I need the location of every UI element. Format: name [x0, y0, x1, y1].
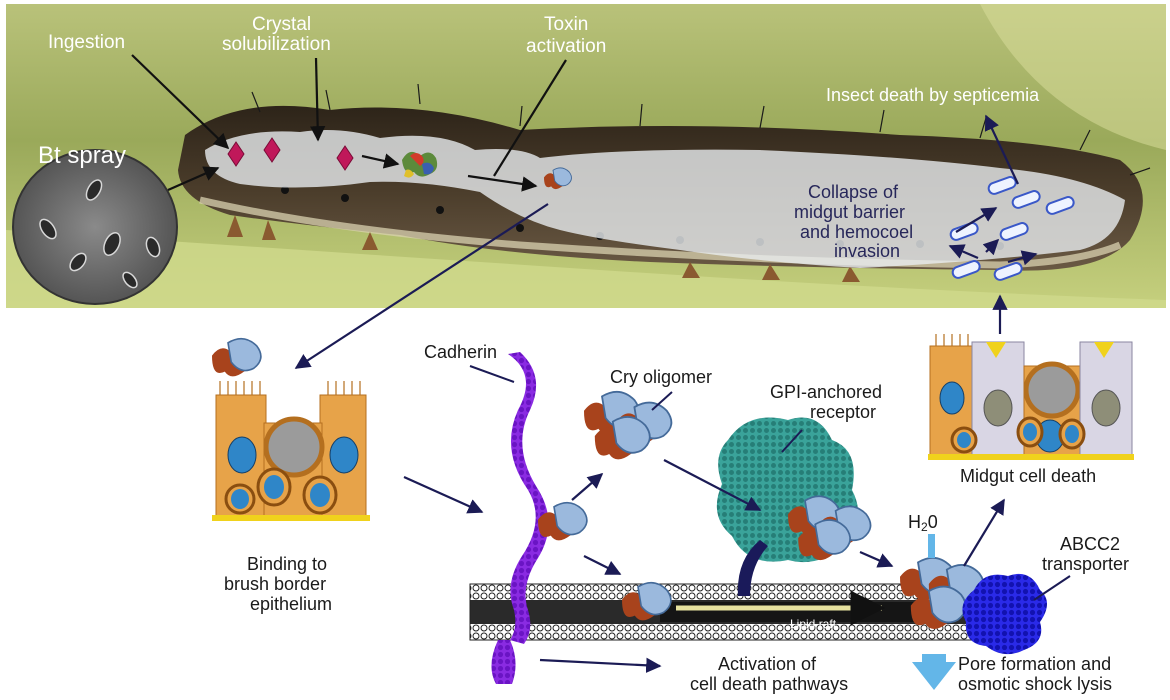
label-activation: Activation of cell death pathways: [690, 654, 848, 694]
bt-spray-micrograph: [12, 149, 178, 305]
label-gpi: GPI-anchored receptor: [770, 382, 882, 422]
label-toxin-line1: Toxin: [544, 14, 588, 35]
label-crystal-line1: Crystal: [252, 14, 311, 35]
label-toxin-line2: activation: [526, 36, 606, 57]
label-pore-line2: osmotic shock lysis: [958, 674, 1112, 694]
label-collapse-line1: Collapse of: [808, 182, 899, 202]
label-collapse-line4: invasion: [834, 241, 900, 261]
crystal-icons: [227, 137, 354, 171]
label-collapse-line2: midgut barrier: [794, 202, 905, 222]
midgut-cell-death-panel: [928, 334, 1134, 460]
abcc2-transporter: [962, 573, 1047, 655]
label-abcc2-line2: transporter: [1042, 554, 1129, 574]
label-binding: Binding to brush border epithelium: [224, 554, 332, 614]
solubilized-protein-icon: [402, 151, 438, 178]
label-pore: Pore formation and osmotic shock lysis: [958, 654, 1112, 694]
toxin-free-icon: [211, 337, 262, 378]
caterpillar-legs: [227, 215, 860, 282]
label-binding-line2: brush border: [224, 574, 326, 594]
water-efflux-arrow: [912, 654, 956, 690]
label-collapse-line3: and hemocoel: [800, 222, 913, 242]
label-lipid-raft: Lipid raft: [790, 617, 837, 631]
label-cadherin: Cadherin: [424, 342, 497, 362]
label-cry-oligomer: Cry oligomer: [610, 367, 712, 387]
water-flow-bar: [928, 534, 935, 558]
label-pore-line1: Pore formation and: [958, 654, 1111, 674]
cadherin-receptor: [491, 352, 549, 684]
label-activation-line2: cell death pathways: [690, 674, 848, 694]
label-h2o: H20: [908, 512, 938, 534]
label-ingestion: Ingestion: [48, 32, 125, 53]
bacteria-icons: [949, 176, 1075, 281]
brush-border-epithelium: [212, 381, 370, 521]
label-activation-line1: Activation of: [718, 654, 817, 674]
label-bt-spray: Bt spray: [38, 142, 126, 169]
label-gpi-line2: receptor: [810, 402, 876, 422]
label-crystal-line2: solubilization: [222, 34, 331, 55]
label-binding-line3: epithelium: [250, 594, 332, 614]
label-abcc2-line1: ABCC2: [1060, 534, 1120, 554]
label-insect-death: Insect death by septicemia: [826, 85, 1040, 105]
label-midgut-cell-death: Midgut cell death: [960, 466, 1096, 486]
cry-oligomer: [583, 390, 673, 461]
label-abcc2: ABCC2 transporter: [1042, 534, 1129, 574]
label-binding-line1: Binding to: [247, 554, 327, 574]
label-collapse: Collapse of midgut barrier and hemocoel …: [794, 182, 913, 261]
label-gpi-line1: GPI-anchored: [770, 382, 882, 402]
caterpillar-photo-panel: Ingestion Crystal solubilization Toxin a…: [6, 4, 1166, 334]
